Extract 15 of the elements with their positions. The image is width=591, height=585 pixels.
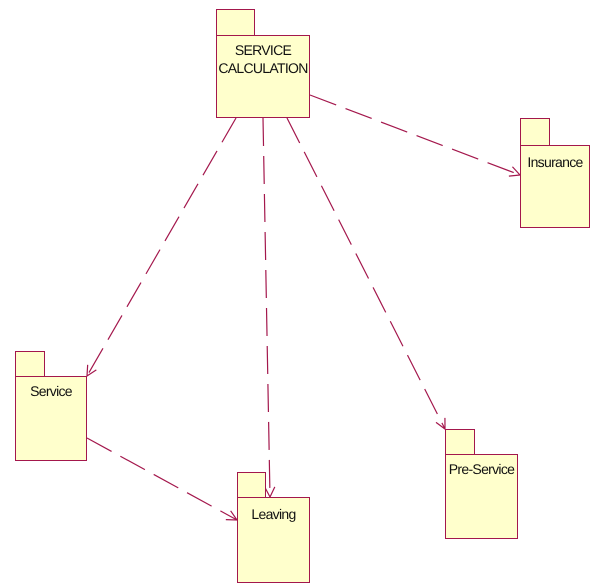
package-name: Service [29, 382, 73, 400]
package-box [216, 9, 310, 118]
package-box [237, 472, 310, 583]
dependency-arrow [86, 118, 237, 377]
package-name: SERVICE CALCULATION [217, 41, 309, 78]
package-box [15, 351, 87, 461]
dependency-arrow [310, 94, 521, 177]
dependency-arrow [86, 437, 238, 521]
package-box [520, 118, 590, 228]
dependency-arrow [286, 118, 446, 430]
package-name: Insurance [526, 153, 584, 172]
package-box [445, 429, 518, 539]
package-name: Leaving [250, 505, 297, 524]
dependency-arrow [262, 118, 276, 498]
package-name: Pre-Service [448, 460, 516, 478]
